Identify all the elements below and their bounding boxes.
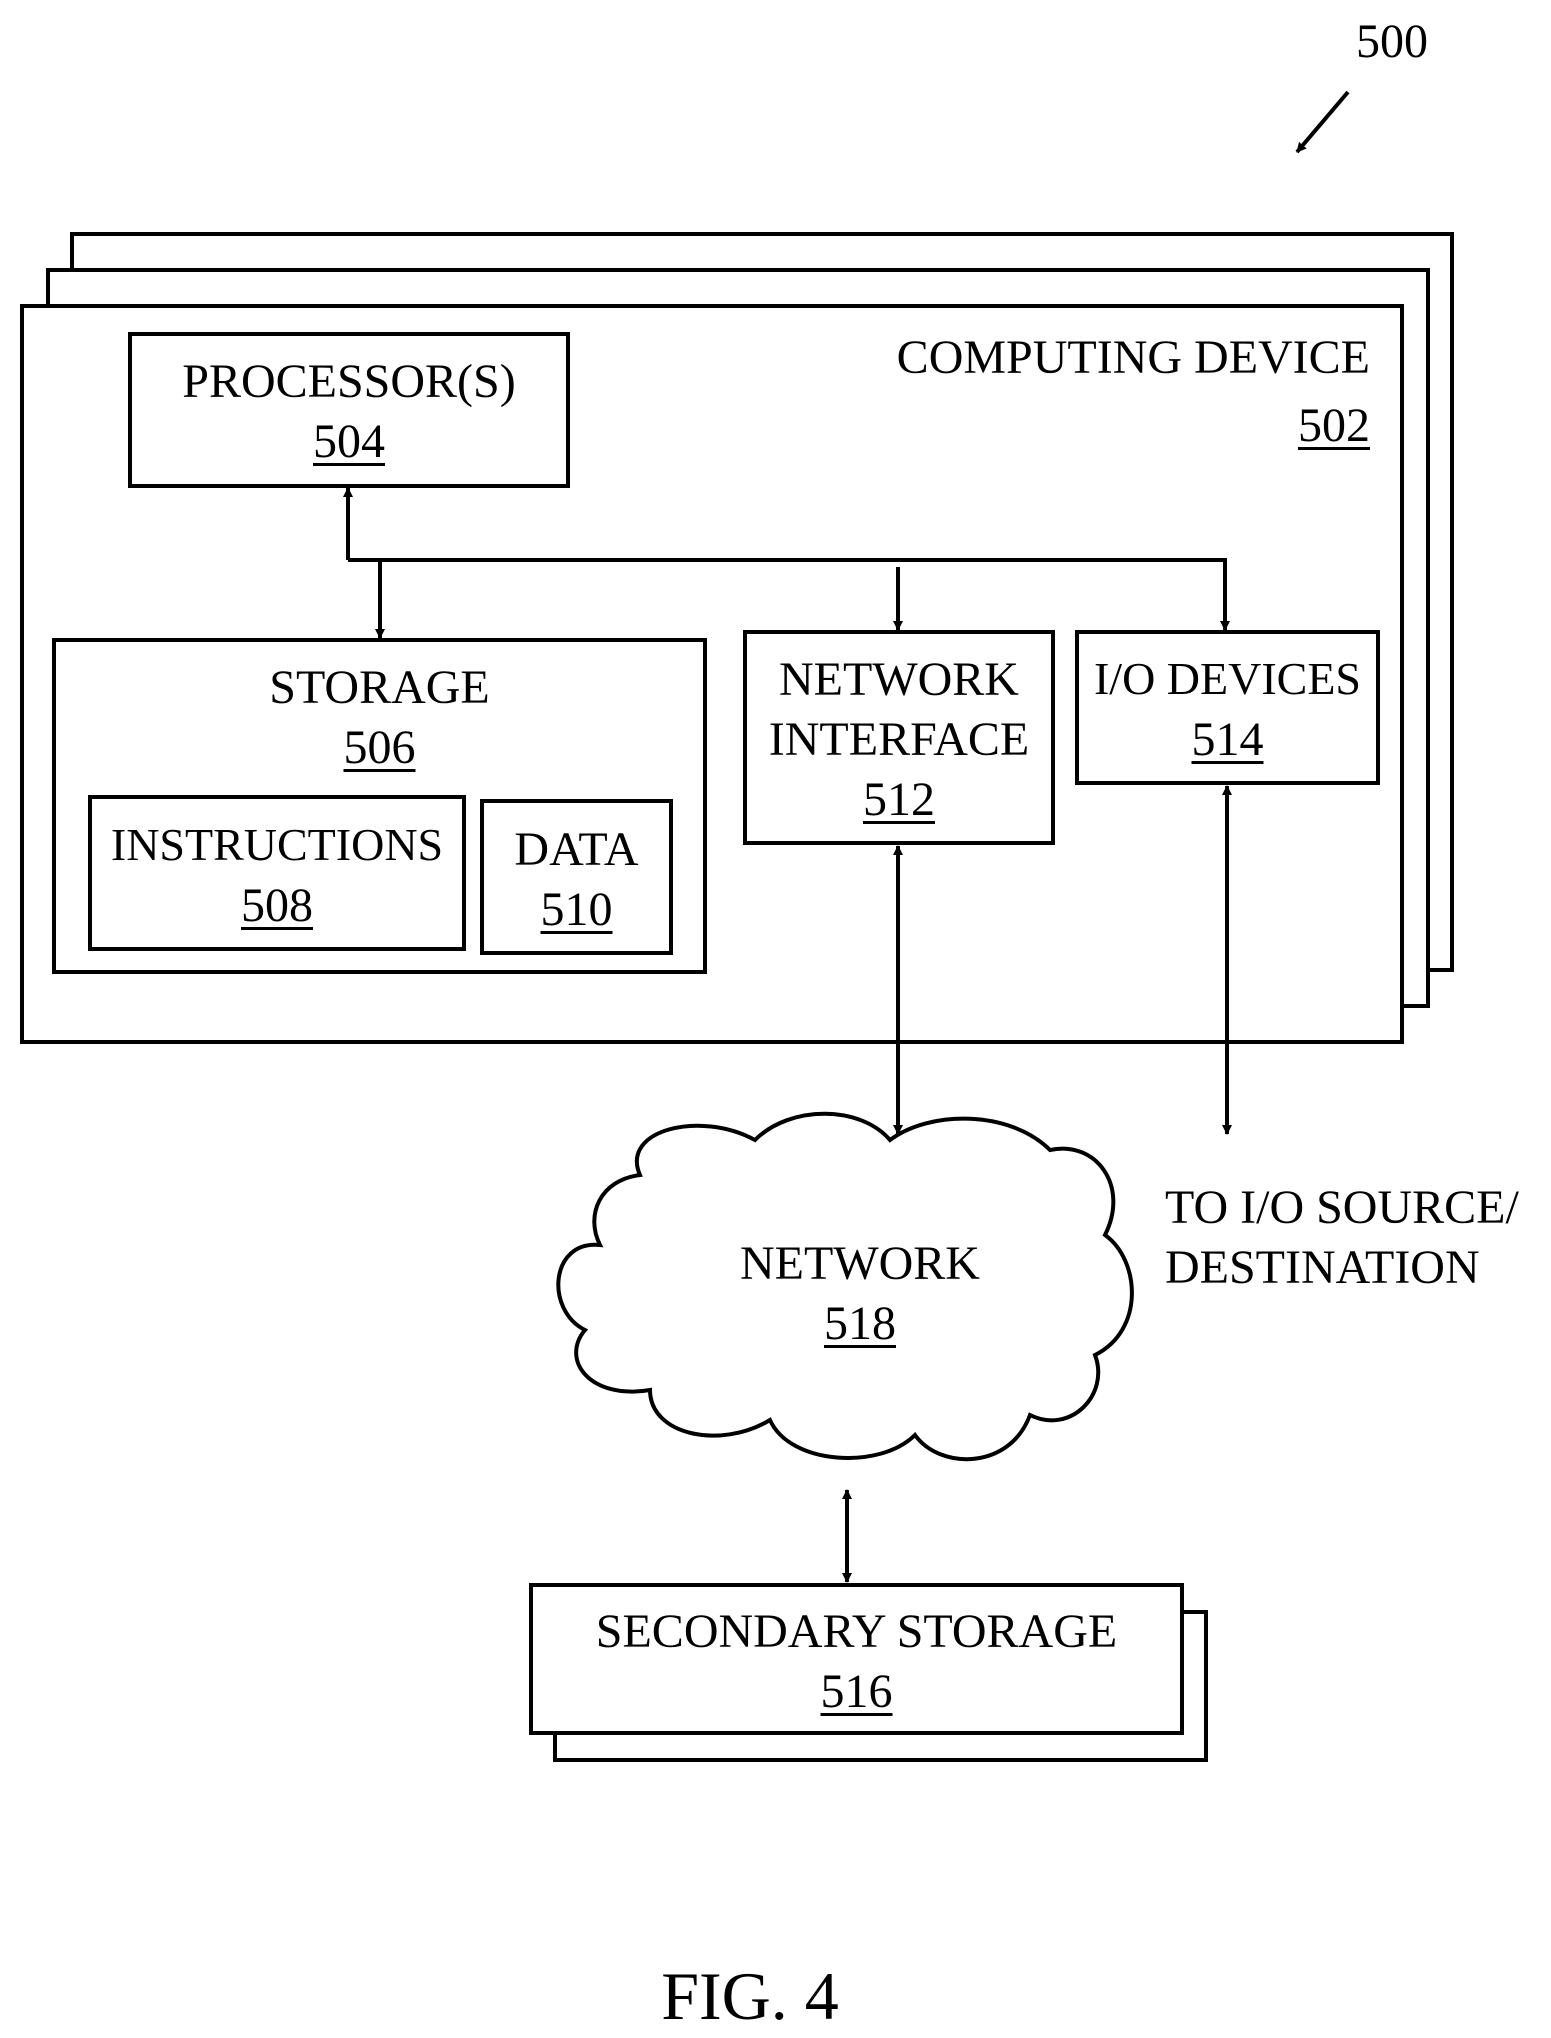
network-title: NETWORK	[700, 1240, 1020, 1288]
figure-caption: FIG. 4	[500, 1962, 1000, 2030]
network-interface-ref: 512	[745, 776, 1053, 824]
io-destination-line1: TO I/O SOURCE/	[1165, 1184, 1519, 1232]
computing-device-title: COMPUTING DEVICE	[790, 334, 1370, 382]
io-devices-title: I/O DEVICES	[1077, 656, 1378, 702]
computing-device-ref: 502	[1190, 402, 1370, 450]
instructions-ref: 508	[90, 882, 464, 930]
figure-ref-arrow	[1297, 92, 1348, 152]
instructions-title: INSTRUCTIONS	[90, 822, 464, 868]
network-interface-title-line2: INTERFACE	[745, 716, 1053, 764]
secondary-storage-ref: 516	[531, 1668, 1182, 1716]
processor-ref: 504	[130, 418, 568, 466]
io-devices-ref: 514	[1077, 716, 1378, 764]
processor-title: PROCESSOR(S)	[130, 358, 568, 406]
figure-ref-number: 500	[1356, 18, 1428, 66]
storage-title: STORAGE	[54, 664, 705, 712]
data-ref: 510	[482, 886, 671, 934]
secondary-storage-title: SECONDARY STORAGE	[531, 1608, 1182, 1656]
network-interface-title-line1: NETWORK	[745, 656, 1053, 704]
io-destination-line2: DESTINATION	[1165, 1244, 1480, 1292]
network-ref: 518	[700, 1300, 1020, 1348]
data-title: DATA	[482, 826, 671, 874]
storage-ref: 506	[54, 724, 705, 772]
